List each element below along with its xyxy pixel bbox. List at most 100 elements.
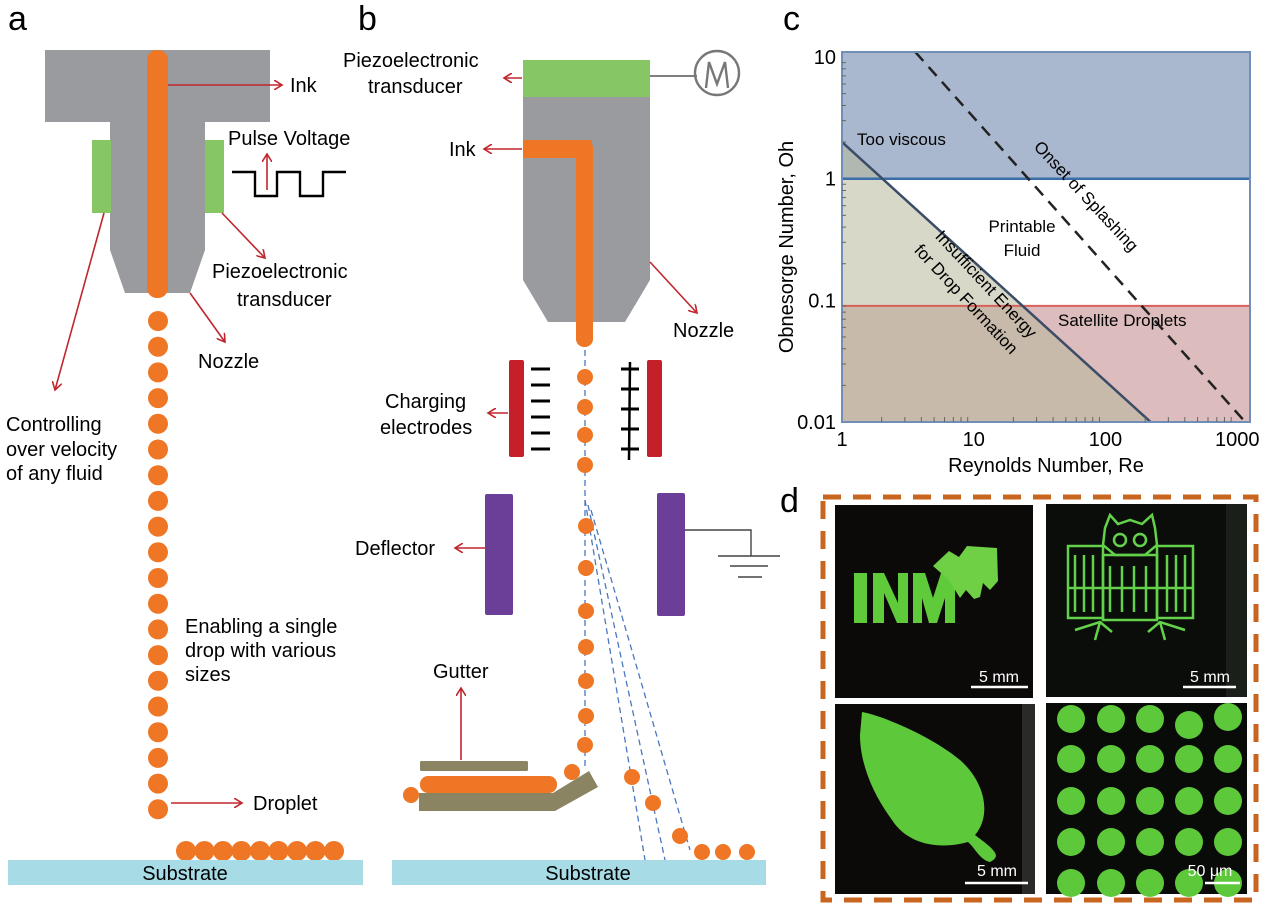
substrate-a [8, 860, 363, 885]
image-owl-pattern: 5 mm [1046, 504, 1247, 697]
gutter-entry-drop [564, 764, 580, 780]
droplet-label: Droplet [253, 793, 318, 815]
charging-label-1: Charging [385, 391, 466, 413]
droplet [148, 490, 168, 511]
piezo-label-a-2: transducer [237, 289, 332, 311]
ink-channel-horizontal-b [523, 140, 592, 158]
droplet [577, 399, 593, 415]
droplet [148, 413, 168, 434]
droplet-column-a [148, 311, 168, 820]
piezo-label-a-1: Piezoelectronic [212, 261, 348, 283]
annotation-too-viscous: Too viscous [857, 130, 946, 149]
y-tick-label: 10 [814, 47, 836, 69]
droplet [148, 696, 168, 717]
nozzle-arrow-a [189, 292, 225, 342]
droplet [148, 516, 168, 537]
droplet [148, 722, 168, 743]
scale-bar-label-2: 5 mm [1190, 669, 1230, 686]
droplet [739, 844, 755, 860]
droplet [577, 427, 593, 443]
printed-dot [1057, 745, 1085, 773]
nozzle-label-a: Nozzle [198, 351, 259, 373]
piezo-label-b-1: Piezoelectronic [343, 50, 479, 72]
droplet [578, 560, 594, 576]
enabling-label-2: drop with various [185, 640, 336, 662]
droplet [578, 673, 594, 689]
panel-label-b: b [358, 0, 377, 38]
deposited-droplet [287, 841, 307, 861]
droplet [148, 311, 168, 331]
trajectory-line [584, 499, 646, 861]
droplet [148, 593, 168, 614]
deposited-droplet [213, 841, 233, 861]
panel-label-c: c [783, 0, 800, 38]
deposited-droplet [194, 841, 215, 861]
deposited-droplet [305, 841, 326, 861]
printed-dot [1097, 828, 1125, 856]
droplet [577, 369, 593, 385]
x-tick-label: 1000 [1215, 429, 1260, 451]
printed-dot [1175, 787, 1203, 815]
piezo-pad-right-a [205, 140, 224, 213]
droplet [672, 828, 688, 844]
plus-sign-stem [627, 361, 632, 461]
enabling-label-3: sizes [185, 664, 231, 686]
printed-dot [1057, 828, 1085, 856]
dot-array [1057, 703, 1242, 897]
printed-dot [1097, 745, 1125, 773]
droplet [645, 795, 661, 811]
droplet [577, 457, 593, 473]
piezo-arrow-a [221, 212, 265, 258]
printed-dot [1057, 787, 1085, 815]
gutter-bottom-plate [419, 771, 598, 811]
droplet [715, 844, 731, 860]
controlling-label-2: over velocity [6, 439, 117, 461]
printed-dot [1097, 787, 1125, 815]
droplet [694, 844, 710, 860]
droplet [148, 773, 168, 794]
ink-channel-a [147, 50, 168, 298]
y-tick-label: 0.1 [808, 290, 836, 312]
gutter-ink-layer [420, 776, 557, 793]
droplet [577, 737, 593, 753]
deposited-droplets-a [176, 841, 344, 861]
printed-dot [1097, 869, 1125, 897]
controlling-label-3: of any fluid [6, 463, 103, 485]
gutter-label: Gutter [433, 661, 489, 683]
droplet [578, 639, 594, 655]
piezo-pad-left-a [92, 140, 111, 213]
inm-arrow-shape [933, 546, 998, 599]
image-leaf: 5 mm [835, 704, 1035, 894]
x-tick-label: 10 [963, 429, 985, 451]
image-dot-array: 50 μm [1046, 703, 1247, 897]
panel-a: a Ink Pulse Voltage Piezoelectronic tran… [6, 0, 363, 885]
annotation-fluid: Fluid [1004, 241, 1041, 260]
dashed-frame [820, 494, 1259, 903]
scale-bar-label-3: 5 mm [977, 863, 1017, 880]
deposited-droplet [250, 841, 270, 861]
deposited-droplet [324, 841, 344, 861]
scale-bar-label-1: 5 mm [979, 669, 1019, 686]
droplet [148, 747, 168, 768]
charging-electrode-right [647, 360, 662, 457]
printed-dot [1136, 787, 1164, 815]
leaf-shape [860, 712, 996, 862]
printed-dot [1136, 828, 1164, 856]
droplet [624, 769, 640, 785]
ink-channel-vertical-b [576, 140, 593, 347]
deflector-right [657, 493, 685, 616]
charging-label-2: electrodes [380, 417, 472, 439]
trajectory-line [590, 509, 691, 851]
enabling-label-1: Enabling a single [185, 616, 337, 638]
deposited-droplet [268, 841, 289, 861]
piezo-block-b [523, 60, 650, 97]
region-too-viscous [842, 52, 1250, 179]
owl-shape [1066, 512, 1195, 641]
plot-frame [841, 51, 1251, 423]
panel-label-d: d [780, 482, 799, 520]
piezo-label-b-2: transducer [368, 76, 463, 98]
droplet [148, 670, 168, 691]
printed-dot [1214, 828, 1242, 856]
deposited-droplet [231, 841, 252, 861]
